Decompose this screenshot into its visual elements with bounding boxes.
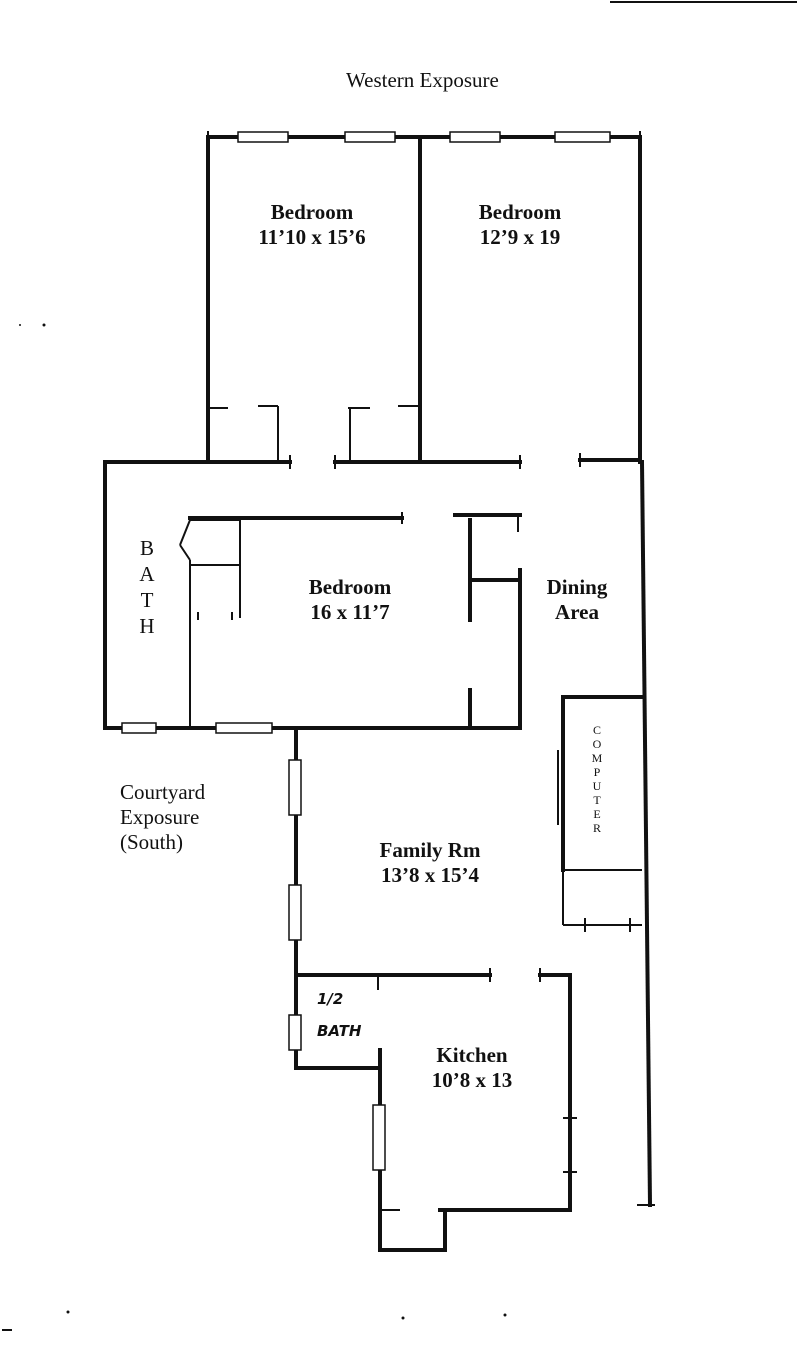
kitchen-label: Kitchen 10’8 x 13 [402,1043,542,1093]
computer-label: C O M P U T E R [589,724,605,834]
kitchen-dims: 10’8 x 13 [431,1068,513,1093]
bath-letter: A [139,562,155,586]
bath-letter: T [140,588,154,612]
bedroom-3-dims: 16 x 11’7 [310,600,390,625]
upper-bedroom-walls [206,135,422,464]
half-bath-label: 1/2 BATH [317,990,361,1040]
computer-letter: U [592,779,602,793]
family-room-walls [288,726,302,1070]
family-room-dims: 13’8 x 15’4 [381,863,479,888]
dining-label: Dining Area [527,575,627,625]
bedroom-3-label: Bedroom 16 x 11’7 [270,575,430,625]
computer-letter: E [593,807,601,821]
computer-letter: R [592,821,601,835]
half-bath-line-1: 1/2 [317,990,344,1008]
stray-dot [19,324,21,326]
kitchen-name: Kitchen [436,1043,508,1067]
bath-letter: B [139,536,154,560]
computer-letter: T [593,793,601,807]
dining-line-1: Dining [546,575,608,599]
courtyard-line-3: (South) [120,830,183,855]
courtyard-label: Courtyard Exposure (South) [120,780,205,856]
family-room-label: Family Rm 13’8 x 15’4 [340,838,520,888]
kitchen-walls [294,968,577,1252]
bath-letter: H [139,614,155,638]
computer-letter: O [592,737,602,751]
bath-walls [103,460,522,734]
computer-letter: C [592,723,601,737]
stray-dot [42,323,46,327]
bedroom-3-name: Bedroom [308,575,392,599]
bedroom-2-name: Bedroom [478,200,562,224]
bedroom-1-dims: 11’10 x 15’6 [258,225,366,250]
bedroom-2-dims: 12’9 x 19 [479,225,561,250]
family-room-name: Family Rm [379,838,481,862]
computer-letter: P [593,765,601,779]
bedroom-2-label: Bedroom 12’9 x 19 [440,200,600,250]
center-bedroom-walls [188,512,522,730]
computer-letter: M [591,751,603,765]
courtyard-line-2: Exposure [120,805,200,830]
east-wall [637,135,655,1208]
computer-nook [557,695,644,932]
bedroom-1-name: Bedroom [270,200,354,224]
west-wall [206,131,642,143]
half-bath-line-2: BATH [317,1022,362,1040]
dining-line-2: Area [555,600,599,625]
courtyard-line-1: Courtyard [120,780,206,804]
stray-dot [503,1313,507,1317]
western-exposure-label: Western Exposure [346,68,499,92]
bath-label: B A T H [136,538,158,637]
stray-dot [66,1310,70,1314]
bedroom-1-label: Bedroom 11’10 x 15’6 [232,200,392,250]
hallway-wall [103,453,642,469]
stray-dot [401,1316,405,1320]
